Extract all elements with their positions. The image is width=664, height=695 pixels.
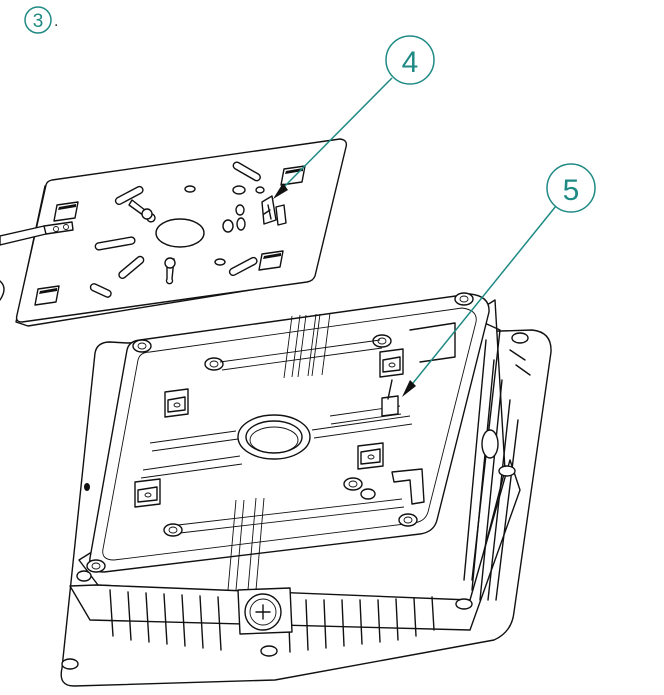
part-callout-4-circle	[385, 35, 435, 85]
step-callout-circle	[24, 6, 52, 34]
part-callout-5-circle	[546, 163, 596, 213]
step-suffix: .	[54, 13, 58, 30]
leader-line-5	[408, 205, 557, 389]
part-number-4: 4	[402, 46, 419, 79]
leader-line-4	[280, 77, 393, 191]
housing-body	[60, 292, 552, 687]
part-callout-4: 4	[273, 35, 435, 199]
part-number-5: 5	[563, 174, 580, 207]
step-callout: 3 .	[24, 6, 58, 34]
part-callout-5: 5	[402, 163, 596, 397]
step-number: 3	[33, 11, 44, 32]
mounting-plate	[0, 138, 348, 327]
